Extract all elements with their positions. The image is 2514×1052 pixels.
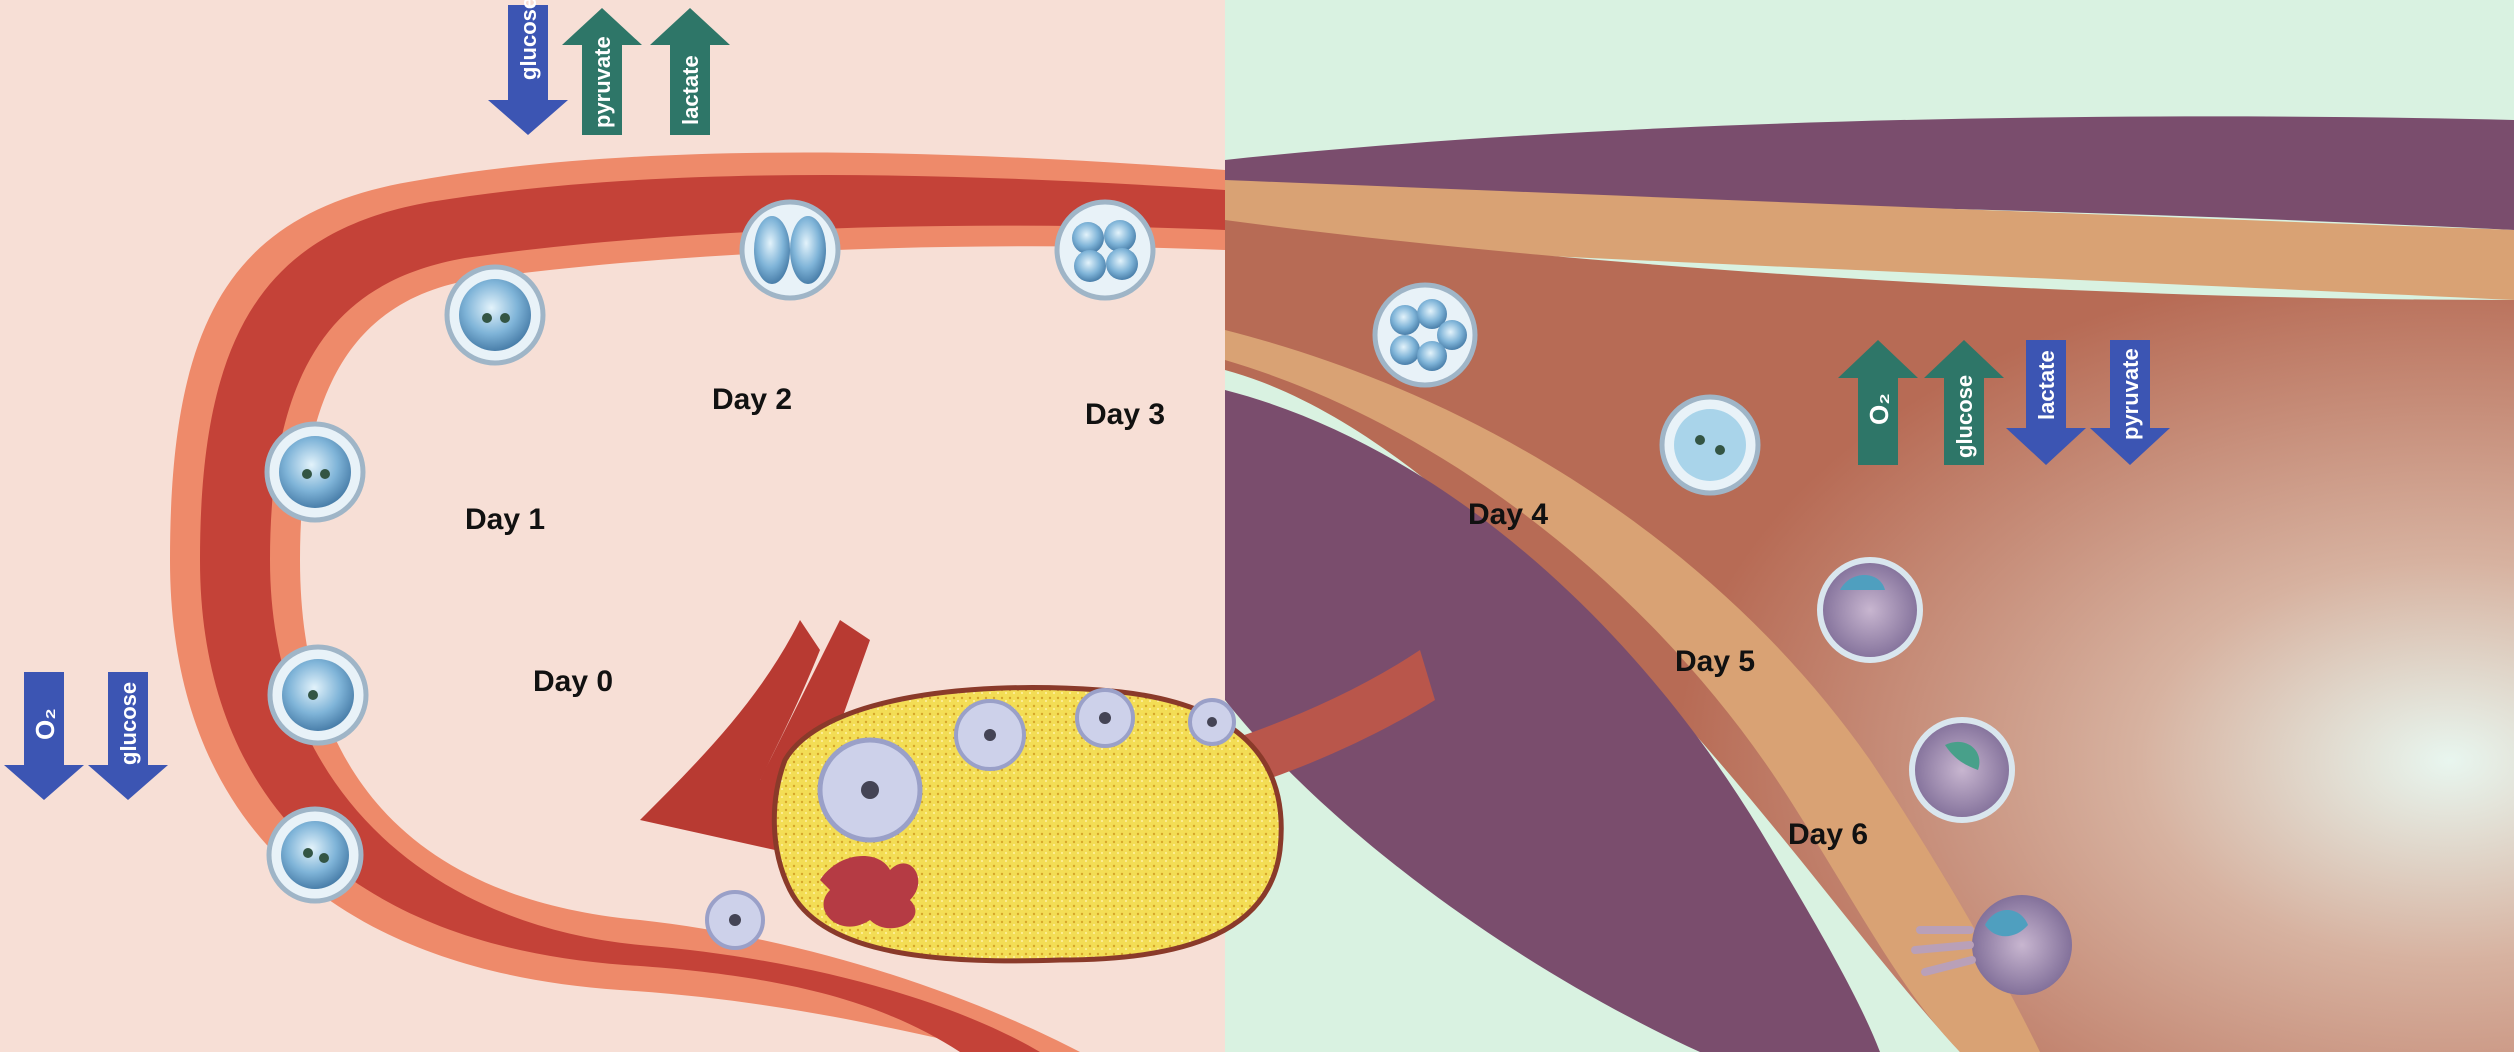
- right-lactate-label: lactate: [2034, 350, 2059, 420]
- blastocyst-day5: [1820, 560, 1920, 660]
- ovulated-oocyte-nucleus: [729, 914, 741, 926]
- zygote-2: [270, 647, 366, 743]
- zygote-day1: [269, 809, 361, 901]
- day-3-label: Day 3: [1085, 398, 1165, 432]
- follicle-4-oocyte: [1207, 717, 1217, 727]
- right-o2-label: O₂: [1864, 393, 1894, 425]
- left-o2-label: O₂: [30, 708, 60, 740]
- follicle-3-oocyte: [1099, 712, 1111, 724]
- top-glucose-label: glucose: [516, 0, 541, 80]
- compacted-morula: [1662, 397, 1758, 493]
- hatching-blastocyst-day6: [1912, 720, 2012, 820]
- right-pyruvate-label: pyruvate: [2118, 348, 2143, 440]
- day-4-label: Day 4: [1468, 498, 1548, 532]
- morula-day4: [1375, 285, 1475, 385]
- zygote-4: [447, 267, 543, 363]
- day-6-label: Day 6: [1788, 818, 1868, 852]
- right-glucose-label: glucose: [1952, 375, 1977, 458]
- top-lactate-label: lactate: [678, 55, 703, 125]
- day-0-label: Day 0: [533, 665, 613, 699]
- four-cell-embryo-day3: [1057, 202, 1153, 298]
- corpus-luteum: [820, 856, 918, 928]
- follicle-large-oocyte: [861, 781, 879, 799]
- day-5-label: Day 5: [1675, 645, 1755, 679]
- day-2-label: Day 2: [712, 383, 792, 417]
- top-pyruvate-label: pyruvate: [590, 36, 615, 128]
- day-1-label: Day 1: [465, 503, 545, 537]
- left-glucose-label: glucose: [116, 682, 141, 765]
- follicle-2-oocyte: [984, 729, 996, 741]
- two-cell-embryo-day2: [742, 202, 838, 298]
- zygote-3: [267, 424, 363, 520]
